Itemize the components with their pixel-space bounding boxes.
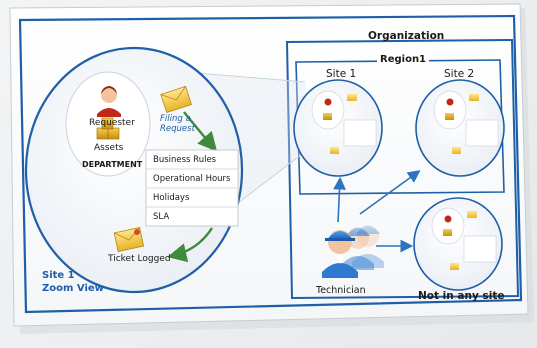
ticket-icon: [113, 227, 145, 252]
arrow-to-site1: [333, 176, 346, 223]
filing-request-label: Filing a Request: [160, 114, 195, 134]
technician-icon: [322, 225, 384, 278]
outer-frame: [18, 14, 523, 314]
arrow-to-site2: [359, 170, 421, 215]
arrow-to-ticket: [167, 227, 214, 263]
rule-operational-hours: Operational Hours: [153, 174, 231, 184]
not-in-site-label: Not in any site: [418, 290, 505, 302]
rules-panel: [145, 149, 239, 227]
organization-title: Organization: [368, 30, 445, 42]
rule-business-rules: Business Rules: [153, 155, 217, 165]
zoom-caption-site: Site 1: [42, 270, 75, 281]
assets-label: Assets: [94, 143, 124, 153]
site1-circle: [293, 79, 383, 177]
zoom-caption-view: Zoom View: [42, 283, 104, 294]
site2-label: Site 2: [444, 68, 475, 80]
requester-label: Requester: [89, 118, 135, 128]
rule-holidays: Holidays: [153, 193, 190, 203]
rule-sla: SLA: [153, 212, 170, 222]
no-site-circle: [413, 197, 503, 291]
envelope-icon: [160, 85, 192, 114]
organization-frame: [285, 38, 520, 300]
site1-label: Site 1: [326, 68, 357, 80]
technician-label: Technician: [316, 285, 366, 296]
site2-circle: [415, 79, 505, 177]
department-label: DEPARTMENT: [82, 160, 143, 169]
assets-icon: [96, 117, 120, 140]
region-label: Region1: [377, 54, 430, 65]
arrow-to-rules: [183, 111, 218, 152]
ticket-logged-label: Ticket Logged: [108, 254, 171, 264]
requester-icon: [97, 86, 121, 117]
